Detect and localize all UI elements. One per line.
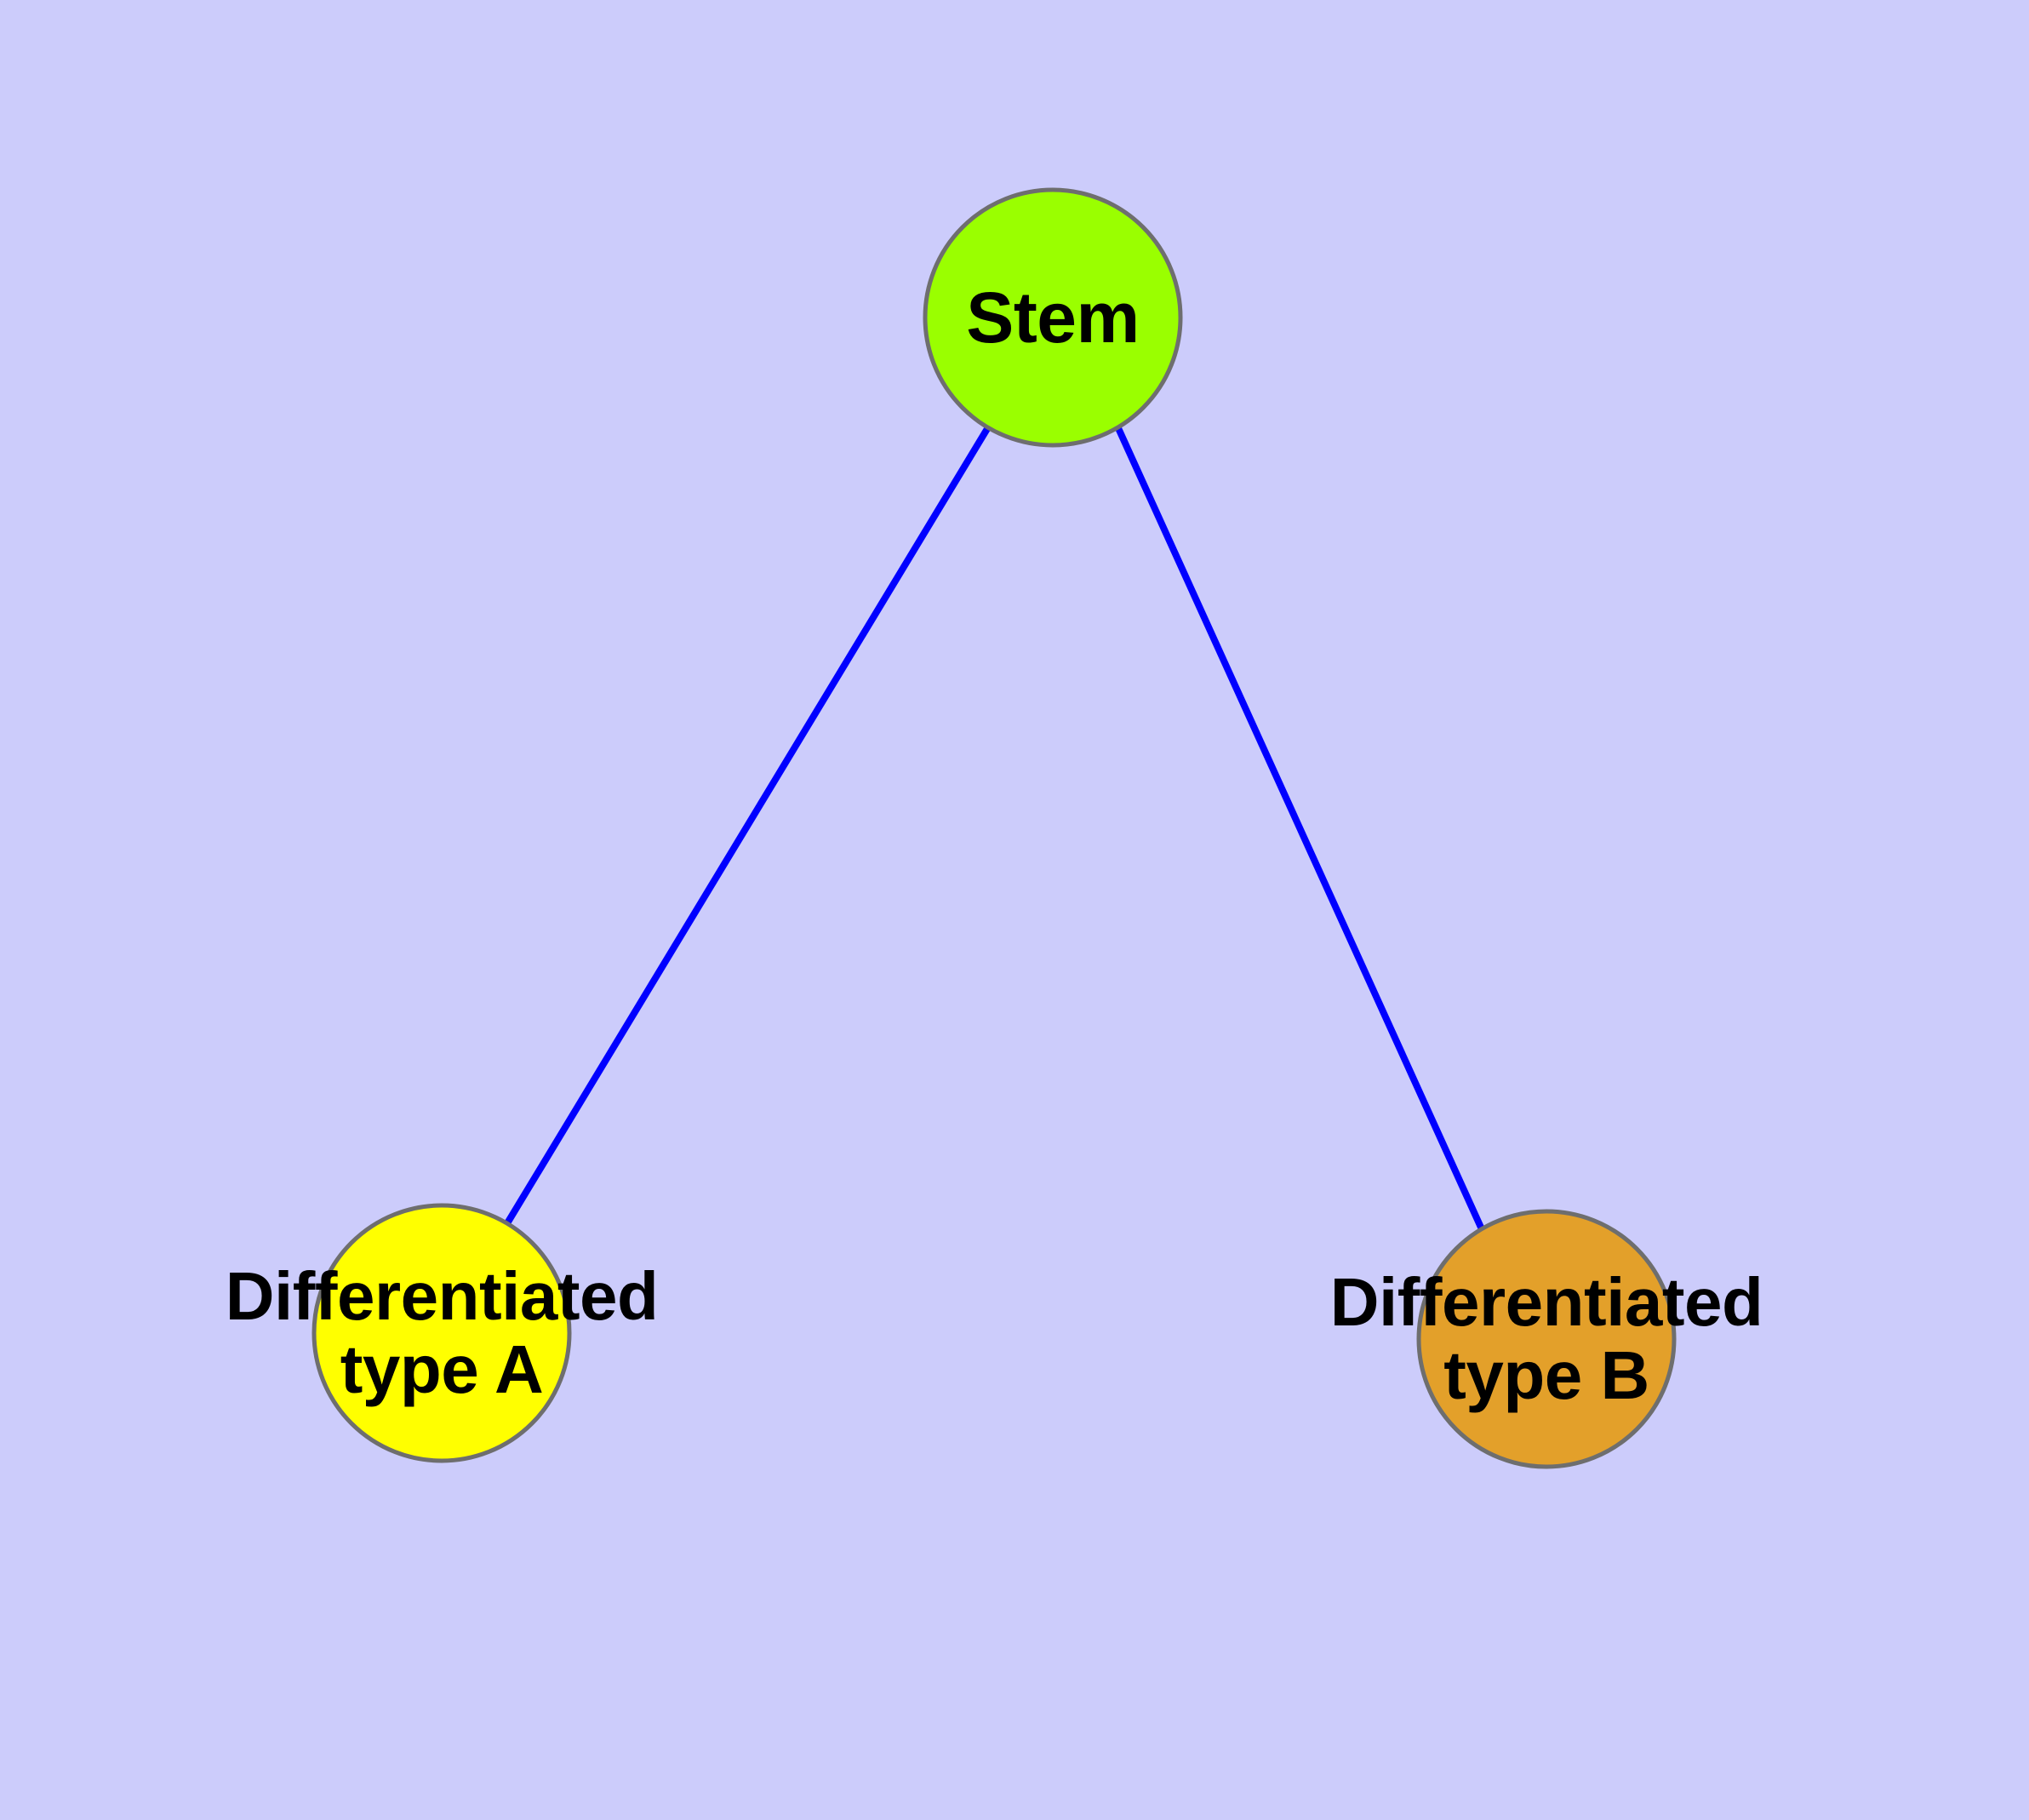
graph-node-diff-type-a[interactable]	[311, 1203, 572, 1463]
graph-edge[interactable]	[1115, 426, 1485, 1231]
graph-node-diff-type-b[interactable]	[1416, 1209, 1677, 1469]
graph-node-stem[interactable]	[923, 187, 1183, 448]
graph-edge[interactable]	[504, 425, 992, 1226]
edge-layer	[504, 425, 1485, 1231]
node-layer	[311, 187, 1677, 1469]
